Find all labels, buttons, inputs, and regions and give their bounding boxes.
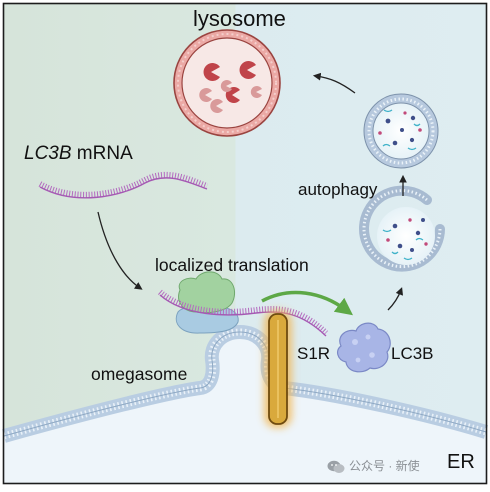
wechat-icon <box>327 460 345 473</box>
watermark-text: 公众号 · 新使 <box>349 459 420 473</box>
omegasome-label: omegasome <box>91 364 188 384</box>
enzyme-icon <box>239 60 256 79</box>
er-label: ER <box>447 451 475 473</box>
s1r-label: S1R <box>297 344 331 363</box>
er-lumen <box>4 332 486 483</box>
localized-translation-label: localized translation <box>155 255 309 275</box>
lysosome-label: lysosome <box>193 6 286 31</box>
enzyme-icon <box>250 86 262 98</box>
er-membrane <box>2 324 489 443</box>
mrna-gene-label: LC3B <box>24 143 72 164</box>
cytosolic-mrna <box>38 171 208 199</box>
lc3b-label: LC3B <box>391 344 434 363</box>
arrow-to-lysosome <box>312 72 356 94</box>
enzyme-icon <box>220 80 232 92</box>
watermark: 公众号 · 新使 <box>327 457 420 474</box>
lysosome <box>173 29 281 137</box>
translation-arrow <box>261 290 354 316</box>
autophagosome <box>363 93 439 169</box>
mrna-suffix-label: mRNA <box>71 143 133 164</box>
phagophore <box>359 185 445 272</box>
arrow-lc3b-to-phagophore <box>387 287 404 311</box>
figure-border <box>2 2 488 485</box>
enzyme-icon <box>203 63 220 81</box>
enzyme-icon <box>210 99 223 113</box>
s1r-protein <box>264 310 292 428</box>
arrow-mrna-to-ribosome <box>97 211 143 290</box>
enzyme-icon <box>199 88 212 103</box>
ribosome <box>175 271 239 334</box>
autophagy-label: autophagy <box>298 180 378 199</box>
lc3b-protein <box>336 322 391 373</box>
localized-mrna <box>158 289 329 337</box>
mrna-label: LC3B mRNA <box>24 143 133 165</box>
